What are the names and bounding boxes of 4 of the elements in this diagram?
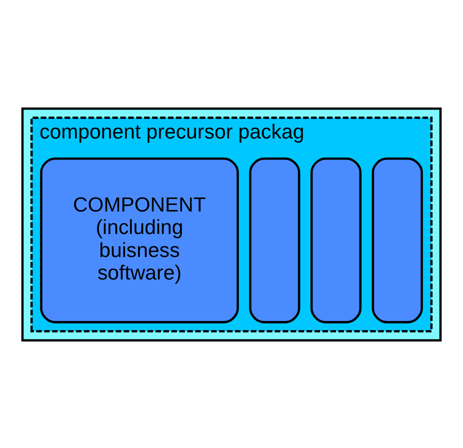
node-box [249, 156, 300, 323]
node-box: COMPONENT (including buisness software) [40, 156, 239, 323]
node-box [372, 156, 423, 323]
node-box [310, 156, 362, 323]
